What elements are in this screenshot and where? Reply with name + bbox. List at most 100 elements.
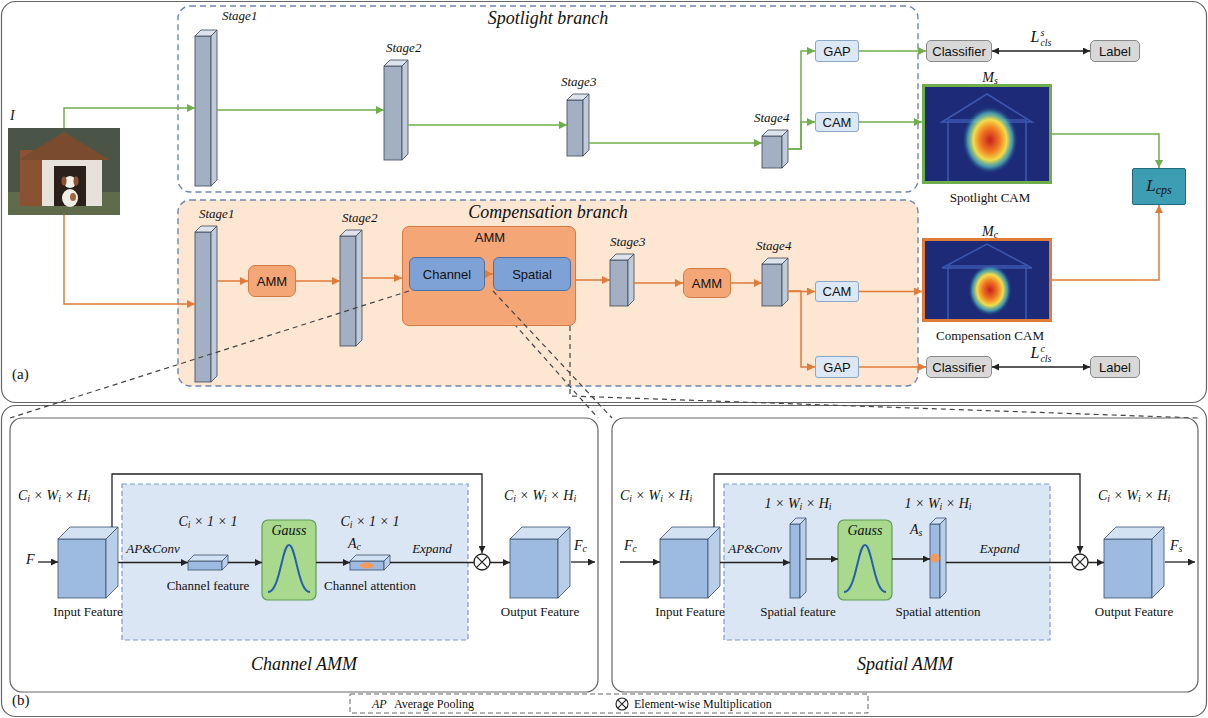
node-text: Input Feature: [53, 604, 123, 620]
feature-vector: [188, 555, 228, 561]
feature-cube: [660, 527, 720, 598]
node-text: 1 × Wi × Hi: [904, 496, 971, 512]
input-photo: [8, 128, 120, 215]
amm-box: AMM: [683, 268, 731, 298]
cam-heatmap: [968, 264, 1012, 316]
feature-cube: [1104, 539, 1152, 598]
connector-arrow: [118, 562, 188, 564]
feature-symbol: Fs: [1170, 538, 1182, 554]
edge-label: Expand: [412, 541, 452, 557]
attention-box: Channel: [409, 257, 485, 291]
label-box: Label: [1090, 40, 1140, 62]
feature-cube: [58, 527, 118, 598]
gauss-box: Gauss: [838, 520, 892, 600]
connector-arrow: [362, 277, 402, 279]
node-text: Ci × Wi × Hi: [1098, 488, 1170, 504]
cam-heatmap: [922, 238, 1052, 322]
node-text: Channel: [423, 267, 471, 282]
stage-slab: [628, 254, 634, 306]
stage-block: Stage4: [762, 130, 788, 168]
node-text: AMM: [475, 230, 505, 245]
connector-arrow: [390, 562, 510, 564]
edge-label: Lscls: [1031, 28, 1052, 48]
node-text: Spatial feature: [760, 604, 835, 620]
stage-slab: [340, 230, 362, 346]
feature-cube: [1104, 527, 1164, 598]
stage-slab: [762, 258, 788, 306]
attention-box: Spatial: [493, 257, 571, 291]
process-box: GAP: [815, 40, 859, 62]
stage-slab: [356, 230, 362, 346]
node-text: Ci × Wi × Hi: [620, 488, 692, 504]
cam-image: MsSpotlight CAM: [922, 84, 1052, 184]
node-text: Stage4: [756, 238, 791, 254]
edge-label: Expand: [980, 541, 1020, 557]
stage-block: Stage1: [195, 226, 217, 382]
multiply-symbol: [1074, 556, 1085, 567]
node-text: GAP: [823, 360, 850, 375]
amm-box: Channel Spatial AMM: [402, 226, 576, 326]
feature-cube: [510, 527, 570, 598]
panel-label: (b): [12, 692, 30, 709]
detail-panel: Ci × Wi × HiInput FeatureCi × 1 × 1Chann…: [10, 418, 598, 692]
stage-slab: [610, 254, 634, 306]
feature-symbol: Fc: [624, 538, 637, 554]
gauss-function: [262, 520, 316, 600]
node-text: Channel feature: [167, 578, 250, 594]
stage-slab: [195, 232, 211, 382]
stage-block: Stage4: [762, 258, 788, 306]
connector-arrow: [485, 273, 493, 275]
node-text: Ci × 1 × 1: [341, 514, 400, 530]
connector-arrow: [589, 142, 762, 144]
input-photo: [8, 128, 120, 215]
connector-arrow: [408, 124, 567, 126]
connector-arrow: [634, 282, 683, 284]
stage-slab: [211, 226, 217, 382]
connector-arrow: [64, 215, 195, 304]
connector-arrow: [992, 366, 1090, 368]
legend-text: Average Pooling: [394, 697, 474, 712]
stage-slab: [782, 258, 788, 306]
amm-box: AMM: [248, 265, 296, 297]
connector-arrow: [731, 282, 762, 284]
stage-slab: [195, 36, 211, 186]
branch-panel: Stage1AMMStage2ChannelSpatialAMMStage3AM…: [178, 200, 918, 386]
gauss-function: [262, 520, 316, 600]
stage-slab: [583, 94, 589, 156]
node-text: Ci × 1 × 1: [179, 514, 238, 530]
cam-image: McCompensation CAM: [922, 238, 1052, 322]
stage-slab: [567, 94, 589, 156]
panel-frame: [2, 406, 1207, 717]
node-text: CAM: [823, 115, 852, 130]
node-text: GAP: [823, 44, 850, 59]
node-text: Classifier: [932, 44, 985, 59]
node-text: Lcps: [1146, 176, 1171, 198]
feature-map: [790, 518, 806, 598]
feature-vector: [222, 555, 228, 570]
node-text: Stage4: [754, 110, 789, 126]
panel-frame: [2, 2, 1207, 403]
input-photo: [18, 132, 110, 160]
node-text: 1 × Wi × Hi: [764, 496, 831, 512]
gauss-function: [838, 520, 892, 600]
attention-vector: Ci × 1 × 1AcChannel attention: [350, 555, 390, 570]
edge-label: AP&Conv: [728, 541, 781, 557]
node-text: Gauss: [271, 523, 306, 539]
node-text: Ac: [348, 536, 361, 552]
feature-cube: [58, 539, 106, 598]
panel-label: (a): [12, 366, 29, 383]
cam-heatmap: [922, 84, 1052, 184]
attention-map: [931, 554, 940, 563]
node-text: Label: [1099, 360, 1131, 375]
feature-vector: [188, 555, 228, 570]
feature-map: 1 × Wi × HiSpatial feature: [790, 518, 806, 598]
feature-cube: [106, 527, 118, 598]
detail-outline: [10, 418, 598, 692]
output-arrow: [1165, 561, 1195, 562]
stage-slab: [195, 30, 217, 186]
stage-block: Stage3: [567, 94, 589, 156]
stage-block: Stage3: [610, 254, 634, 306]
output-arrow: [571, 561, 595, 562]
